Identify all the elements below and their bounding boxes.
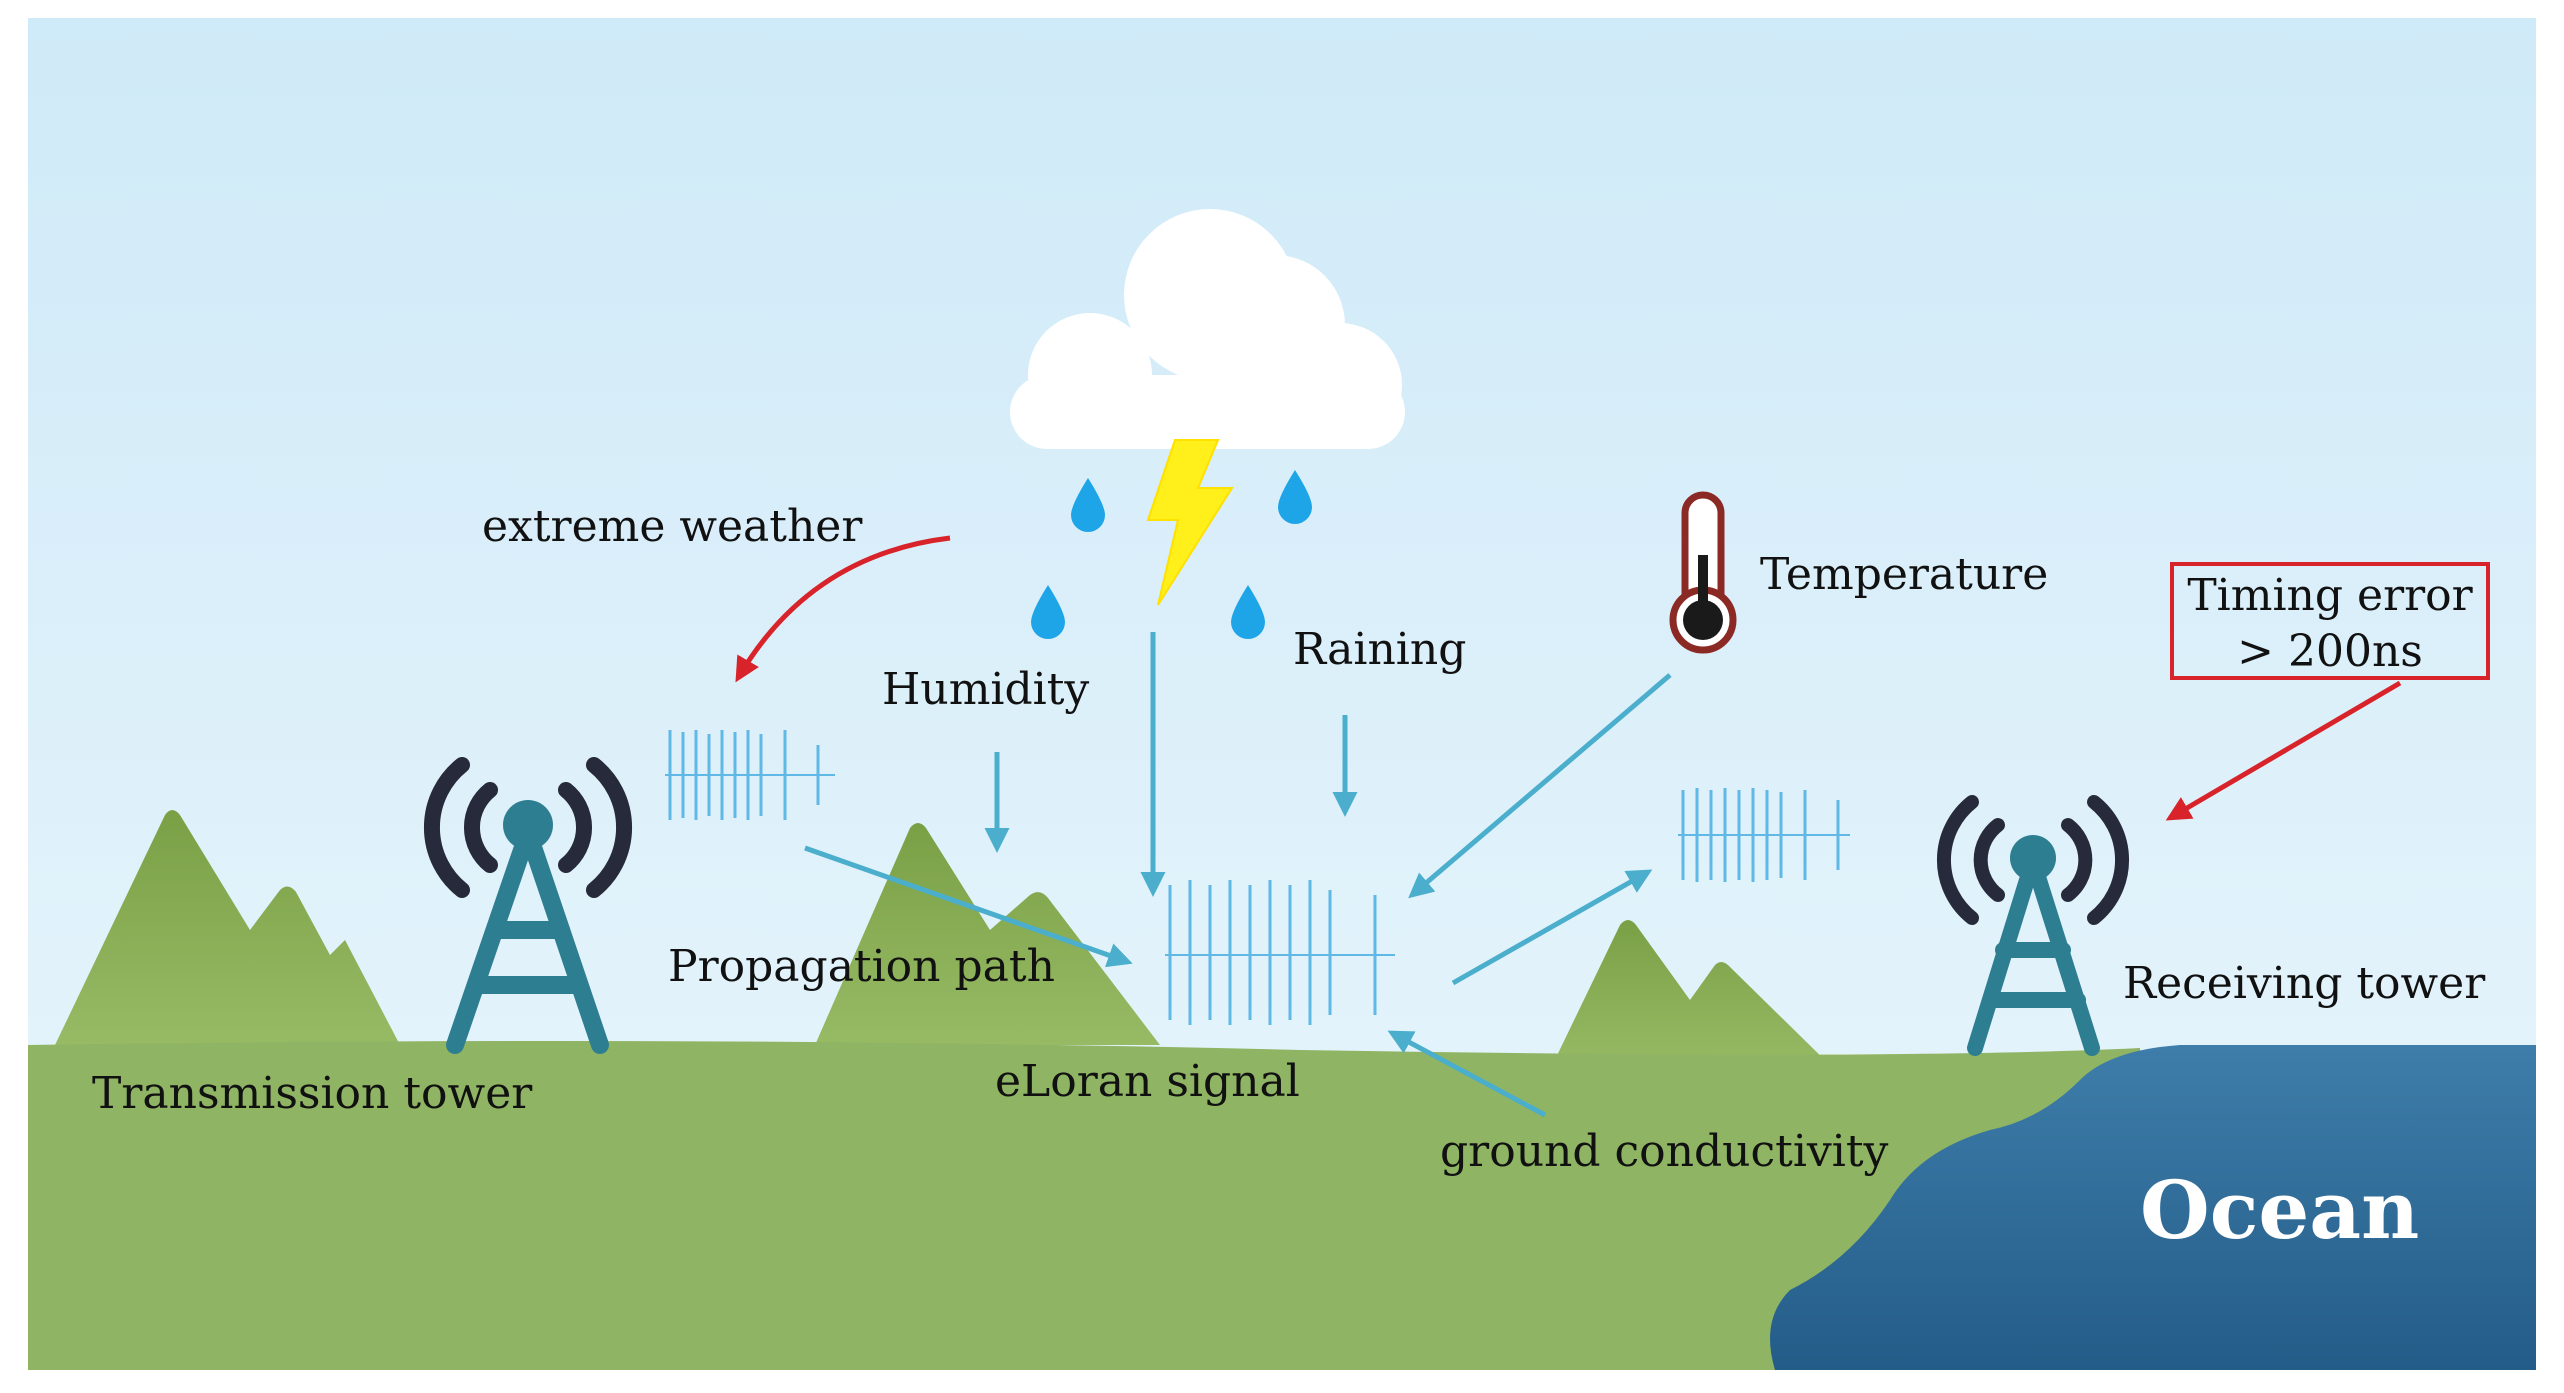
mountains-left — [55, 810, 400, 1045]
label-raining: Raining — [1293, 624, 1467, 675]
label-propagation-path: Propagation path — [668, 941, 1055, 992]
arrow-timing-error — [2165, 680, 2402, 821]
mountains-center — [815, 823, 1160, 1045]
label-temperature: Temperature — [1760, 549, 2049, 600]
transmission-tower-icon — [423, 757, 633, 1054]
label-receiving-tower: Receiving tower — [2123, 958, 2486, 1009]
arrow-extreme-weather — [735, 535, 951, 683]
thermometer-icon — [1669, 491, 1737, 654]
cloud-icon — [1010, 209, 1405, 449]
label-extreme-weather: extreme weather — [482, 501, 863, 552]
mountains-right — [1550, 920, 1835, 1070]
arrow-temperature — [1408, 673, 1672, 899]
label-eloran-signal: eLoran signal — [995, 1056, 1300, 1107]
label-transmission-tower: Transmission tower — [92, 1068, 533, 1119]
arrow-ground-conductivity — [1387, 1030, 1547, 1118]
raindrop-icon — [1031, 470, 1312, 639]
timing-error-line2: > 200ns — [2237, 626, 2423, 677]
arrow-to-receiver-signal — [1451, 869, 1653, 986]
timing-error-box: Timing error > 200ns — [2170, 562, 2490, 680]
label-ocean: Ocean — [2140, 1163, 2420, 1257]
signal-wave-top-left — [665, 730, 835, 820]
ground — [28, 1041, 2140, 1370]
radio-waves-icon — [423, 757, 633, 898]
radio-waves-icon — [1937, 795, 2129, 925]
ocean — [1770, 1045, 2536, 1370]
arrow-propagation-path — [804, 845, 1133, 968]
timing-error-line1: Timing error — [2187, 570, 2473, 621]
label-ground-conductivity: ground conductivity — [1440, 1126, 1889, 1177]
label-humidity: Humidity — [882, 664, 1090, 715]
receiving-tower-icon — [1937, 795, 2129, 1056]
signal-wave-center — [1165, 880, 1395, 1025]
lightning-icon — [1146, 439, 1234, 606]
signal-wave-right — [1678, 788, 1850, 882]
sky-background — [28, 18, 2536, 1054]
influence-arrows — [804, 632, 1672, 1118]
